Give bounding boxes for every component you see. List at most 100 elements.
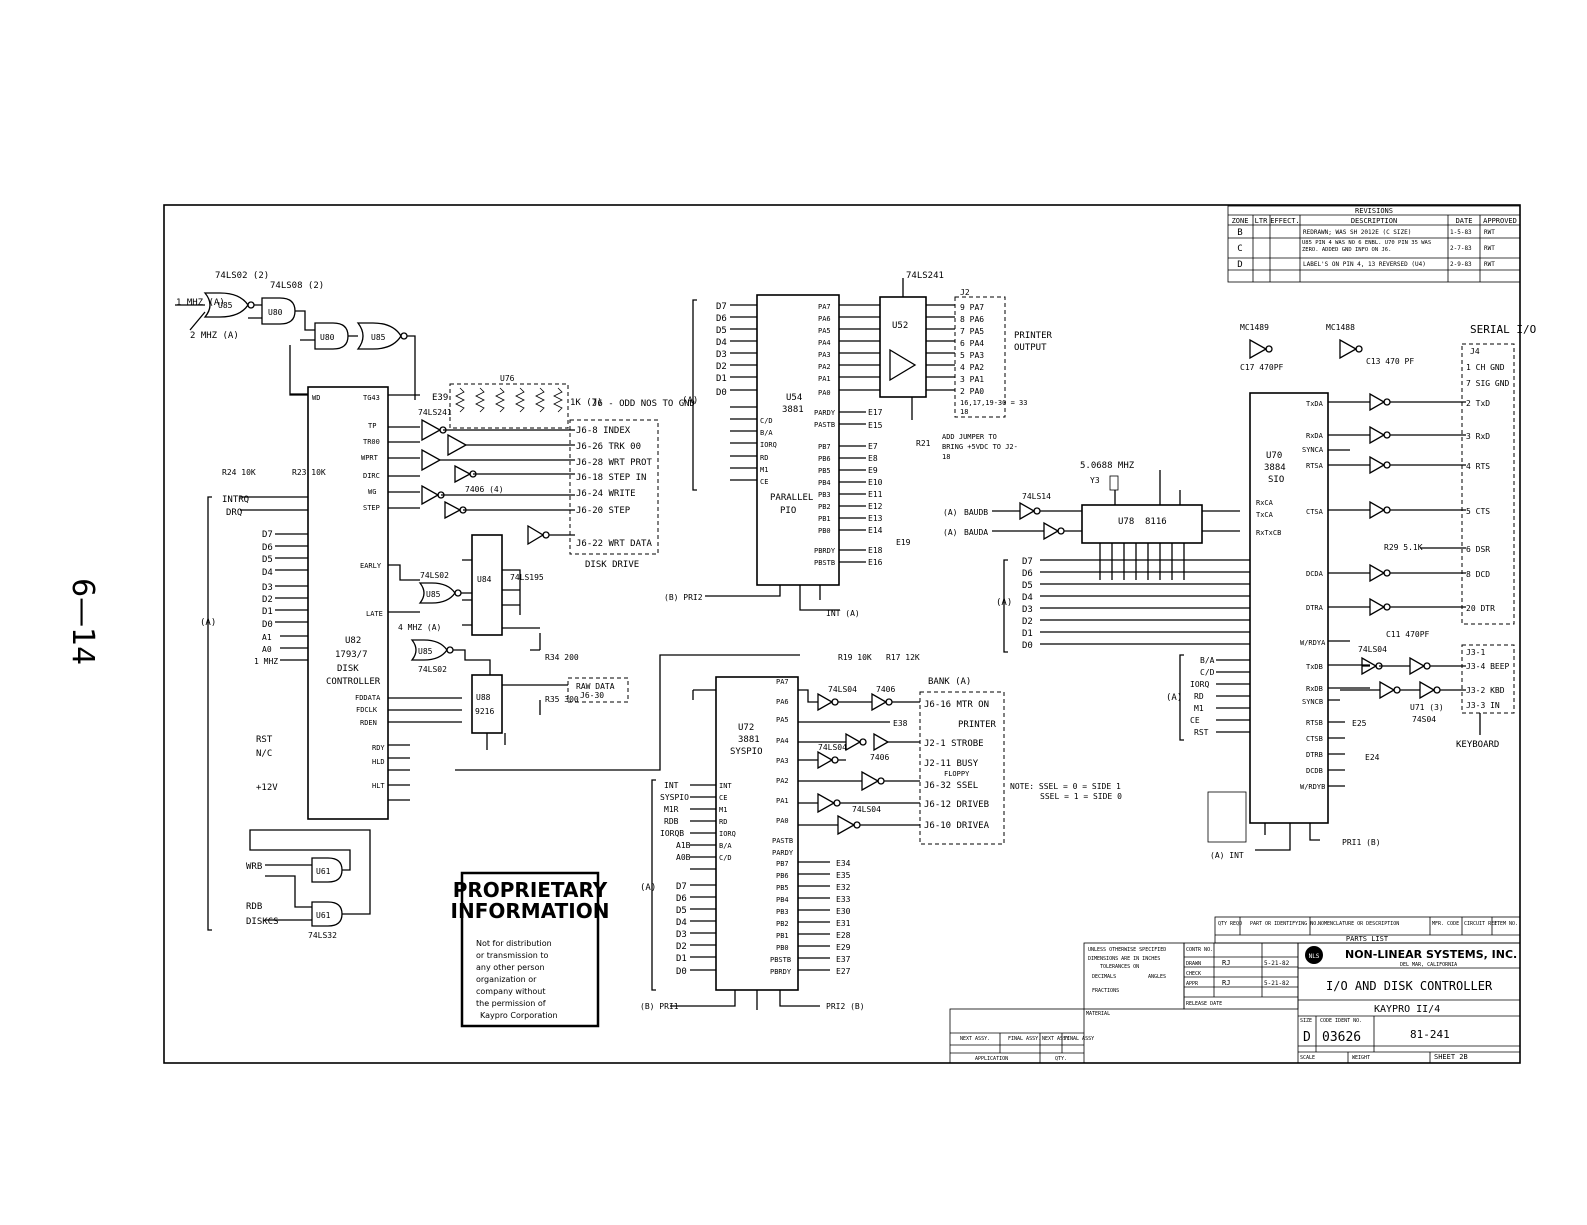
sio-ba: B/A <box>1200 656 1215 665</box>
j6-trk00: J6-26 TRK 00 <box>576 442 641 452</box>
sio-iorq: IORQ <box>1190 680 1209 689</box>
app-final2: FINAL ASSY <box>1064 1036 1094 1042</box>
kbd-pin: J3-2 KBD <box>1466 686 1505 695</box>
u82-pin-fddata: FDDATA <box>355 694 381 702</box>
e19: E19 <box>896 538 911 547</box>
sys-rdb: RDB <box>664 817 679 826</box>
parts-col: MFR. CODE <box>1432 921 1459 927</box>
u82-desc2: CONTROLLER <box>326 677 381 687</box>
label-74ls02b: 74LS02 <box>420 571 449 580</box>
code-ident: 03626 <box>1322 1030 1361 1045</box>
drawn-date: 5-21-82 <box>1264 960 1290 967</box>
rev-row-appr: RWT <box>1484 261 1495 268</box>
u82-d2: D2 <box>262 595 273 605</box>
u72-ref: U72 <box>738 723 754 733</box>
u54-d6: D6 <box>716 314 727 324</box>
e32: E32 <box>836 883 851 892</box>
sys-int: INT <box>664 781 679 790</box>
rev-col-effect: EFFECT. <box>1270 217 1300 225</box>
scale-label: SCALE <box>1300 1055 1315 1061</box>
svg-text:(A): (A) <box>943 508 957 517</box>
u72-pa1: PA1 <box>776 797 789 805</box>
u82-pin-step: STEP <box>363 504 380 512</box>
chip-u52: 74LS241 U52 <box>879 271 955 420</box>
sheet-number: SHEET 2B <box>1434 1053 1468 1061</box>
sys-out: J6-32 SSEL <box>924 781 978 791</box>
u72-pbrdy: PBRDY <box>770 968 792 976</box>
sio-rst: RST <box>1194 728 1209 737</box>
sio-rd: RD <box>1194 692 1204 701</box>
j6-step: J6-20 STEP <box>576 506 631 516</box>
appr-label: APPR <box>1186 981 1199 987</box>
clock-divider-logic: 74LS02 (2) 74LS08 (2) 1 MHZ (A) 2 MHZ (A… <box>175 271 416 400</box>
e38: E38 <box>893 719 908 728</box>
rev-col-date: DATE <box>1456 217 1473 225</box>
label-1mhz: 1 MHZ (A) <box>176 298 225 308</box>
printer-pin: 5 PA3 <box>960 351 984 360</box>
label-c11: C11 470PF <box>1386 630 1430 639</box>
app-qty: QTY. <box>1055 1056 1067 1062</box>
prop-line: the permission of <box>476 999 546 1008</box>
rev-row-zone: C <box>1237 244 1242 254</box>
u70-desc: SIO <box>1268 475 1284 485</box>
sio-d4: D4 <box>1022 593 1033 603</box>
u82-pin-hlt: HLT <box>372 782 385 790</box>
e18: E18 <box>868 546 883 555</box>
keyboard-label: KEYBOARD <box>1456 740 1499 750</box>
label-bank: BANK (A) <box>928 677 971 687</box>
label-74ls02: 74LS02 (2) <box>215 271 269 281</box>
j4-pin: 2 TxD <box>1466 399 1490 408</box>
u72-rd: RD <box>719 818 727 826</box>
svg-text:U80: U80 <box>320 333 335 342</box>
u72-d0: D0 <box>676 967 687 977</box>
u82-desc1: DISK <box>337 664 359 674</box>
j4-ref: J4 <box>1470 347 1480 356</box>
app-next2: NEXT ASSY <box>1042 1036 1069 1042</box>
u70-rxda: RxDA <box>1306 432 1324 440</box>
u82-d1: D1 <box>262 607 273 617</box>
e29: E29 <box>836 943 851 952</box>
e35: E35 <box>836 871 851 880</box>
syspio-output-gates: 74LS04 7406 7406 74LS04 74LS04 E38 BANK … <box>798 653 971 836</box>
sys-out: J2-11 BUSY <box>924 759 979 769</box>
u72-pa4: PA4 <box>776 737 789 745</box>
u54-pardy: PARDY <box>814 409 836 417</box>
svg-text:(A): (A) <box>640 883 656 893</box>
rev-row-date: 2-7-83 <box>1450 245 1472 252</box>
u82-12v: +12V <box>256 783 278 793</box>
drawing-title: I/O AND DISK CONTROLLER <box>1326 979 1493 993</box>
svg-text:1 MHZ: 1 MHZ <box>254 657 278 666</box>
label-7406c: 7406 <box>870 753 889 762</box>
sio-d6: D6 <box>1022 569 1033 579</box>
e15: E15 <box>868 421 883 430</box>
u54-pbstb: PBSTB <box>814 559 835 567</box>
svg-text:U85: U85 <box>426 590 441 599</box>
u72-m1: M1 <box>719 806 727 814</box>
sys-out: J6-12 DRIVEB <box>924 800 989 810</box>
u82-intrq: INTRQ <box>222 495 249 505</box>
drawn-label: DRAWN <box>1186 961 1201 967</box>
u82-pin-fdclk: FDCLK <box>356 706 378 714</box>
proprietary-notice: PROPRIETARY INFORMATION Not for distribu… <box>451 871 609 1028</box>
u72-pb2: PB2 <box>776 920 789 928</box>
j6-30: J6-30 <box>580 691 604 700</box>
rev-col-zone: ZONE <box>1232 217 1249 225</box>
rev-row-appr: RWT <box>1484 229 1495 236</box>
u70-ctsa: CTSA <box>1306 508 1324 516</box>
label-c17: C17 470PF <box>1240 363 1284 372</box>
label-74ls04: 74LS04 <box>828 685 857 694</box>
u54-cd: C/D <box>760 417 773 425</box>
resistor-pack-u76: U76 1K (7) E39 74LS241 <box>418 374 603 429</box>
j4-pin: 5 CTS <box>1466 507 1490 516</box>
u72-pbstb: PBSTB <box>770 956 791 964</box>
check-label: CHECK <box>1186 971 1201 977</box>
svg-text:U61: U61 <box>316 911 331 920</box>
sig-diskcs: DISKCS <box>246 917 279 927</box>
sys-out: FLOPPY <box>944 770 970 778</box>
e16: E16 <box>868 558 883 567</box>
connector-j6-disk: J6 - ODD NOS TO GND J6-8 INDEX J6-26 TRK… <box>569 399 695 570</box>
drawing-number: 81-241 <box>1410 1028 1450 1041</box>
u70-txda: TxDA <box>1306 400 1324 408</box>
u82-d6: D6 <box>262 543 273 553</box>
printer-pin: 7 PA5 <box>960 327 984 336</box>
